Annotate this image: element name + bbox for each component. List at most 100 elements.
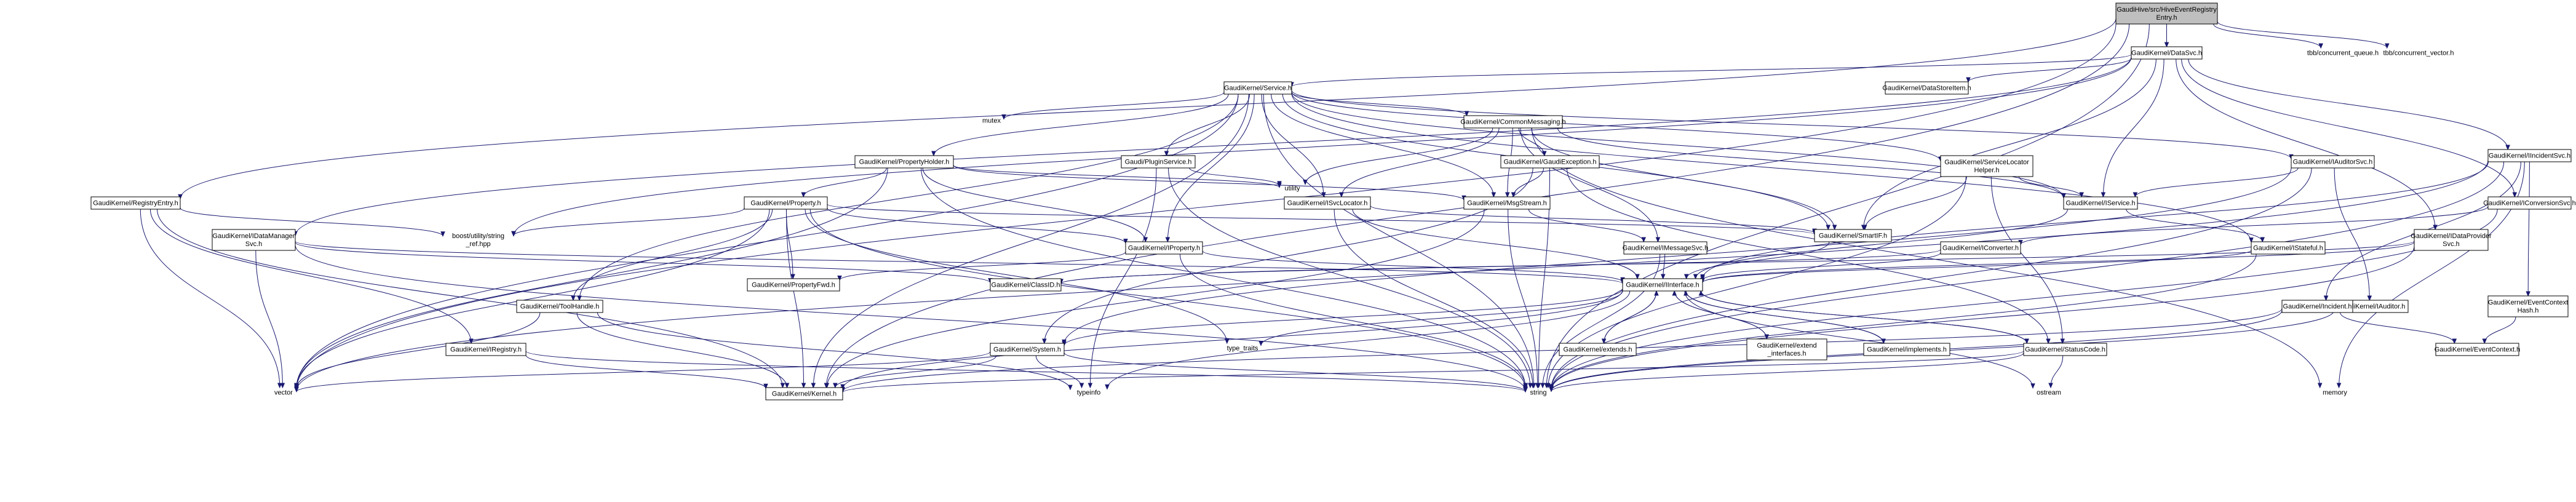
node-extendif[interactable]: GaudiKernel/extend_interfaces.h [1746,338,1827,361]
node-tbbv[interactable]: tbb/concurrent_vector.h [2383,50,2454,57]
node-service[interactable]: GaudiKernel/Service.h [1223,81,1292,95]
node-label: GaudiKernel/SmartIF.h [1819,233,1887,240]
node-iregistry[interactable]: GaudiKernel/IRegistry.h [445,343,527,356]
edge-arrowhead [2060,338,2065,345]
node-ostream[interactable]: ostream [2037,389,2061,397]
node-propertyfwd[interactable]: GaudiKernel/PropertyFwd.h [747,278,840,292]
edge-commonmsg-to-iservice [1557,127,2066,199]
node-label: GaudiHive/src/HiveEventRegistry [2117,6,2217,14]
node-utility[interactable]: utility [1284,185,1300,193]
edge-iinterface-to-ostream [1684,290,2035,389]
edge-line [1202,250,1623,282]
node-box [744,196,828,210]
node-box [2435,343,2519,356]
node-msgstream[interactable]: GaudiKernel/MsgStream.h [1463,196,1551,210]
node-iconversionsvc[interactable]: GaudiKernel/IConversionSvc.h [2483,196,2576,210]
edge-arrowhead [2482,338,2487,345]
node-string[interactable]: string [1530,389,1547,397]
edge-arrowhead [1123,239,1128,244]
node-commonmsg[interactable]: GaudiKernel/CommonMessaging.h [1460,115,1566,129]
node-iconverter[interactable]: GaudiKernel/IConverter.h [1940,241,2021,255]
node-iproperty[interactable]: GaudiKernel/IProperty.h [1125,241,1203,255]
edge-eventctxhash-to-eventcontext [2482,316,2516,345]
edge-iproperty-to-string [1179,253,1529,389]
node-eventcontext[interactable]: GaudiKernel/EventContext.h [2435,343,2520,356]
edge-arrowhead [1700,274,1705,280]
node-box [2487,295,2569,317]
node-box [747,278,840,292]
node-extends[interactable]: GaudiKernel/extends.h [1559,343,1637,356]
edge-arrowhead [2452,338,2457,345]
node-label: _interfaces.h [1767,350,1807,357]
edge-service-to-propholder [931,94,1229,157]
node-label: string [1530,389,1547,397]
edge-line [576,312,788,388]
edge-line [1260,290,1623,346]
node-label: ostream [2037,389,2061,397]
node-boostutil[interactable]: boost/utility/string_ref.hpp [452,233,504,248]
edge-idatamanager-to-iinterface [295,241,1625,285]
node-ipluginsvc[interactable]: Gaudi/PluginService.h [1121,155,1196,169]
node-kernel[interactable]: GaudiKernel/Kernel.h [765,387,843,400]
edge-line [1063,289,1623,346]
node-iincidentsvc[interactable]: GaudiKernel/IIncidentSvc.h [2487,149,2572,162]
node-iauditorsvc[interactable]: GaudiKernel/IAuditorSvc.h [2291,155,2375,169]
node-datastore[interactable]: GaudiKernel/DataStoreItem.h [1882,81,1971,95]
node-iservice[interactable]: GaudiKernel/IService.h [2063,196,2138,210]
edge-istateful-to-iinterface [1700,250,2252,284]
edge-iproperty-to-propertyfwd [837,251,1126,281]
node-classid[interactable]: GaudiKernel/ClassID.h [990,278,1062,292]
node-gexception[interactable]: GaudiKernel/GaudiException.h [1500,155,1600,169]
edge-arrowhead [2133,192,2138,198]
node-smartif[interactable]: GaudiKernel/SmartIF.h [1814,229,1892,242]
node-istateful[interactable]: GaudiKernel/IStateful.h [2251,241,2326,255]
edge-imessagesvc-to-string [1540,253,1661,389]
edge-line [1968,57,2132,82]
node-imessagesvc[interactable]: GaudiKernel/IMessageSvc.h [1623,241,1708,255]
node-property[interactable]: GaudiKernel/Property.h [744,196,828,210]
edge-propholder-to-msgstream [953,165,1466,201]
node-implements[interactable]: GaudiKernel/implements.h [1863,343,1950,356]
edge-line [2181,58,2515,197]
node-propholder[interactable]: GaudiKernel/PropertyHolder.h [854,155,954,169]
node-iinterface[interactable]: GaudiKernel/IInterface.h [1622,278,1703,292]
node-statuscode[interactable]: GaudiKernel/StatusCode.h [2023,343,2107,356]
edge-line [1341,127,1500,197]
edge-commonmsg-to-gexception [1518,127,1547,157]
node-datasvc[interactable]: GaudiKernel/DataSvc.h [2131,46,2203,60]
edge-line [2527,161,2530,297]
node-typetraits[interactable]: type_traits [1227,345,1258,353]
node-label: GaudiKernel/IConverter.h [1942,245,2019,252]
edge-arrowhead [1105,384,1110,390]
edge-isvclocator-to-smartif [1370,205,1817,234]
edge-line [1674,290,1767,340]
edge-statuscode-to-string [1549,353,2024,392]
node-tbbq[interactable]: tbb/concurrent_queue.h [2307,50,2379,57]
edge-arrowhead [2318,43,2323,49]
edge-line [842,290,1623,389]
node-registryentry[interactable]: GaudiKernel/RegistryEntry.h [90,196,181,210]
node-toolhandle[interactable]: GaudiKernel/ToolHandle.h [516,300,603,313]
edge-idatamanager-to-classid [295,242,993,284]
edge-arrowhead [780,383,785,389]
node-label: GaudiKernel/Property.h [750,200,821,207]
node-vector[interactable]: vector [274,389,293,397]
node-mutex[interactable]: mutex [982,118,1001,125]
node-memory[interactable]: memory [2323,389,2347,397]
edge-line [1261,94,1324,197]
edge-line [296,167,888,388]
node-label: GaudiKernel/IInterface.h [1626,282,1699,289]
edge-statuscode-to-ostream [2048,355,2064,389]
node-system[interactable]: GaudiKernel/System.h [990,343,1065,356]
node-isvclocator[interactable]: GaudiKernel/ISvcLocator.h [1284,196,1371,210]
edge-line [1107,290,1631,389]
edge-datasvc-to-service [1289,54,2132,88]
node-iincident[interactable]: GaudiKernel/Incident.h [2281,300,2353,313]
edge-arrowhead [1491,192,1497,198]
node-typeinfo[interactable]: typeinfo [1077,389,1101,397]
